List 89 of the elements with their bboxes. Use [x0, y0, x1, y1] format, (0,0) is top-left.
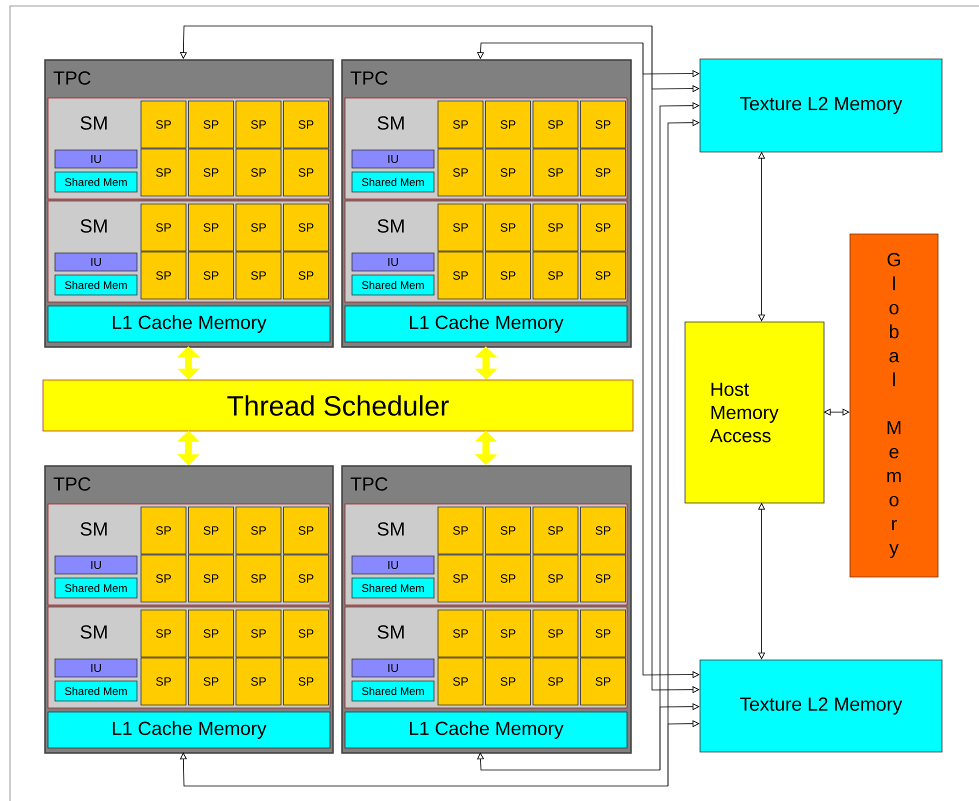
sp-box: SP: [485, 100, 531, 148]
sp-box: SP: [532, 100, 578, 148]
sp-box: SP: [438, 554, 484, 602]
sp-box: SP: [532, 252, 578, 300]
sp-box: SP: [188, 610, 234, 658]
sp-box: SP: [236, 658, 282, 706]
sp-box: SP: [236, 148, 282, 196]
sp-box: SP: [283, 148, 329, 196]
sp-box: SP: [485, 506, 531, 554]
sp-box: SP: [140, 506, 186, 554]
shared-memory-box: Shared Mem: [352, 172, 434, 192]
sp-box: SP: [438, 148, 484, 196]
l1-cache-box: L1 Cache Memory: [344, 712, 628, 748]
sp-box: SP: [140, 252, 186, 300]
shared-memory-box: Shared Mem: [54, 172, 138, 192]
texture-memory-box: Texture L2 Memory: [700, 58, 942, 152]
shared-memory-box: Shared Mem: [352, 274, 434, 296]
sp-box: SP: [188, 100, 234, 148]
iu-box: IU: [54, 150, 138, 168]
sp-box: SP: [438, 610, 484, 658]
l1-cache-box: L1 Cache Memory: [48, 306, 330, 342]
l1-cache-box: L1 Cache Memory: [48, 712, 330, 748]
l1-cache-box: L1 Cache Memory: [344, 306, 628, 342]
shared-memory-box: Shared Mem: [54, 680, 138, 702]
sp-box: SP: [532, 658, 578, 706]
sp-box: SP: [236, 554, 282, 602]
sp-box: SP: [140, 554, 186, 602]
sp-box: SP: [532, 610, 578, 658]
sp-box: SP: [532, 506, 578, 554]
sp-box: SP: [236, 204, 282, 252]
sp-box: SP: [438, 506, 484, 554]
texture-memory-box: Texture L2 Memory: [700, 660, 942, 752]
thread-scheduler-box: Thread Scheduler: [42, 380, 634, 432]
sp-box: SP: [188, 554, 234, 602]
sp-box: SP: [485, 610, 531, 658]
sp-box: SP: [236, 252, 282, 300]
sp-box: SP: [283, 610, 329, 658]
iu-box: IU: [352, 150, 434, 168]
sp-box: SP: [580, 658, 626, 706]
sp-box: SP: [140, 610, 186, 658]
sp-box: SP: [580, 148, 626, 196]
sp-box: SP: [283, 658, 329, 706]
sp-box: SP: [140, 100, 186, 148]
sp-box: SP: [485, 554, 531, 602]
shared-memory-box: Shared Mem: [54, 578, 138, 598]
iu-box: IU: [54, 658, 138, 678]
sp-box: SP: [438, 252, 484, 300]
sp-box: SP: [532, 554, 578, 602]
sp-box: SP: [580, 252, 626, 300]
sp-box: SP: [140, 658, 186, 706]
sp-box: SP: [236, 610, 282, 658]
sp-box: SP: [438, 658, 484, 706]
sp-box: SP: [188, 658, 234, 706]
sp-box: SP: [140, 204, 186, 252]
iu-box: IU: [54, 556, 138, 574]
sp-box: SP: [580, 204, 626, 252]
iu-box: IU: [352, 252, 434, 272]
sp-box: SP: [532, 148, 578, 196]
sp-box: SP: [140, 148, 186, 196]
sp-box: SP: [580, 610, 626, 658]
sp-box: SP: [283, 554, 329, 602]
sp-box: SP: [283, 252, 329, 300]
sp-box: SP: [283, 100, 329, 148]
sp-box: SP: [188, 506, 234, 554]
sp-box: SP: [438, 100, 484, 148]
sp-box: SP: [485, 252, 531, 300]
iu-box: IU: [352, 556, 434, 574]
sp-box: SP: [580, 554, 626, 602]
sp-box: SP: [188, 204, 234, 252]
sp-box: SP: [580, 506, 626, 554]
sp-box: SP: [188, 148, 234, 196]
sp-box: SP: [485, 658, 531, 706]
sp-box: SP: [236, 100, 282, 148]
host-memory-box: Host Memory Access: [684, 322, 824, 504]
iu-box: IU: [54, 252, 138, 272]
sp-box: SP: [438, 204, 484, 252]
sp-box: SP: [283, 204, 329, 252]
sp-box: SP: [188, 252, 234, 300]
shared-memory-box: Shared Mem: [54, 274, 138, 296]
global-memory-box: Global Memory: [850, 234, 938, 578]
sp-box: SP: [485, 148, 531, 196]
sp-box: SP: [532, 204, 578, 252]
sp-box: SP: [580, 100, 626, 148]
sp-box: SP: [283, 506, 329, 554]
shared-memory-box: Shared Mem: [352, 680, 434, 702]
sp-box: SP: [485, 204, 531, 252]
iu-box: IU: [352, 658, 434, 678]
sp-box: SP: [236, 506, 282, 554]
shared-memory-box: Shared Mem: [352, 578, 434, 598]
